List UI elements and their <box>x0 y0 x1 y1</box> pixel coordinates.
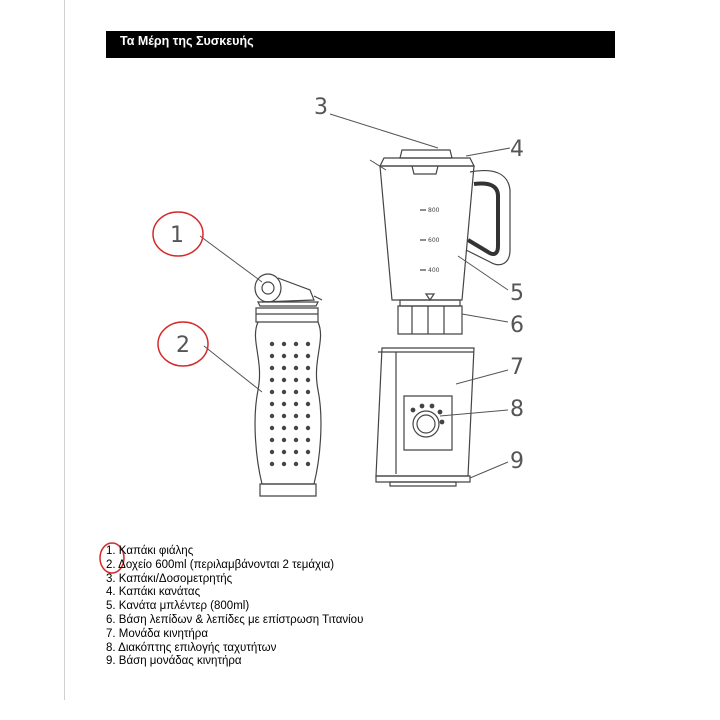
blade-base-illustration <box>397 293 463 335</box>
jug-marking-600: 600 <box>428 237 440 244</box>
bottle-lid-illustration <box>254 273 323 307</box>
callout-leaders <box>199 113 511 479</box>
highlight-circle-list <box>99 542 125 574</box>
left-margin-rule <box>64 0 65 700</box>
section-title: Τα Μέρη της Συσκευής <box>120 34 254 48</box>
list-item: 6. Βάση λεπίδων & λεπίδες με επίστρωση Τ… <box>106 613 364 626</box>
jug-marking-400: 400 <box>428 267 440 274</box>
callout-9: 9 <box>510 449 524 474</box>
list-item: 7. Μονάδα κινητήρα <box>106 627 208 640</box>
callout-6: 6 <box>510 313 524 338</box>
callout-2: 2 <box>176 333 190 358</box>
jug-marking-800: 800 <box>428 207 440 214</box>
motor-unit-illustration <box>375 347 475 477</box>
highlight-circle-1 <box>152 211 204 257</box>
list-item: 8. Διακόπτης επιλογής ταχυτήτων <box>106 641 277 654</box>
callout-1: 1 <box>170 223 184 248</box>
callout-3: 3 <box>314 95 328 120</box>
jug-lid-illustration <box>379 149 475 167</box>
list-item: 1. Καπάκι φιάλης <box>106 545 194 557</box>
list-item: 4. Καπάκι κανάτας <box>106 586 201 599</box>
callout-8: 8 <box>510 397 524 422</box>
list-item: 5. Κανάτα μπλέντερ (800ml) <box>106 600 250 613</box>
list-item: 2. Δοχείο 600ml (περιλαμβάνονται 2 τεμάχ… <box>106 558 335 571</box>
callout-7: 7 <box>510 355 524 380</box>
jug-illustration: 800 600 400 <box>379 165 511 301</box>
bottle-illustration <box>254 307 322 497</box>
bottle-grip-dots <box>269 341 311 467</box>
callout-4: 4 <box>510 137 524 162</box>
parts-list: 1. Καπάκι φιάλης 2. Δοχείο 600ml (περιλα… <box>106 545 363 669</box>
list-item: 9. Βάση μονάδας κινητήρα <box>106 655 242 668</box>
list-item: 3. Καπάκι/Δοσομετρητής <box>106 572 233 585</box>
highlight-circle-2 <box>157 321 209 367</box>
section-header: Τα Μέρη της Συσκευής <box>106 31 615 58</box>
speed-dial-illustration <box>410 403 445 438</box>
callout-5: 5 <box>510 281 524 306</box>
motor-base-illustration <box>375 475 471 487</box>
